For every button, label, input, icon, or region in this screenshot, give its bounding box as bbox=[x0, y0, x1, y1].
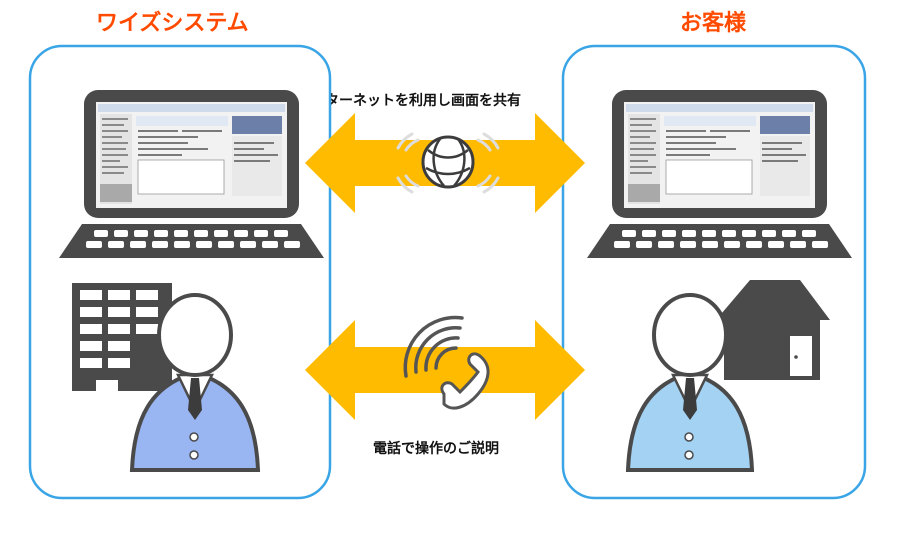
phone-explain-label: 電話で操作のご説明 bbox=[373, 441, 499, 457]
house-icon bbox=[716, 280, 830, 380]
phone-support-arrow bbox=[305, 320, 585, 420]
left-staff-person bbox=[129, 293, 261, 472]
internet-share-label: インターネットを利用し画面を共有 bbox=[297, 93, 521, 109]
left-title: ワイズシステム bbox=[96, 11, 249, 36]
office-building-icon bbox=[72, 283, 172, 391]
left-laptop bbox=[58, 89, 325, 259]
globe-network-icon bbox=[396, 132, 500, 194]
right-laptop bbox=[586, 89, 853, 259]
right-title: お客様 bbox=[680, 11, 747, 36]
right-customer-person bbox=[625, 293, 755, 472]
phone-handset-icon bbox=[403, 315, 490, 410]
